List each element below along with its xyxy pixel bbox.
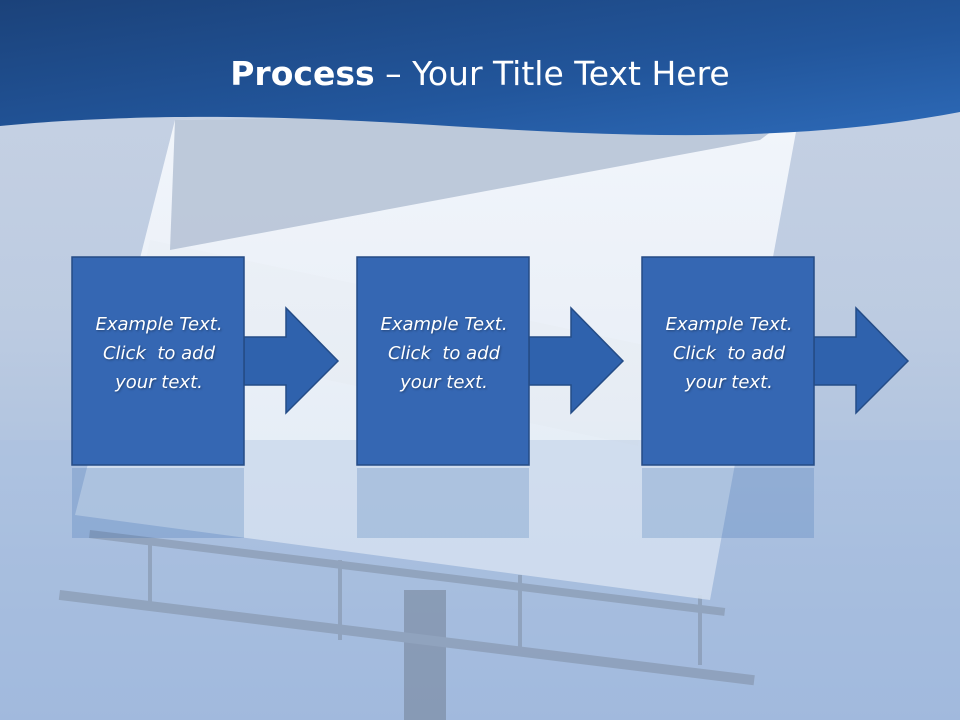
slide-title[interactable]: Process – Your Title Text Here bbox=[0, 52, 960, 96]
header-band bbox=[0, 0, 960, 136]
step-reflections bbox=[72, 468, 814, 538]
step-text-line: your text. bbox=[400, 372, 488, 393]
process-step-2[interactable]: Example Text. Click to add your text. bbox=[357, 256, 687, 466]
process-step-1-shape bbox=[71, 256, 340, 466]
step-text-line: Example Text. bbox=[665, 314, 793, 335]
step-text-line: your text. bbox=[685, 372, 773, 393]
process-step-text[interactable]: Example Text. Click to add your text. bbox=[357, 310, 531, 397]
process-step-2-shape bbox=[356, 256, 625, 466]
slide-title-bold: Process bbox=[230, 54, 375, 93]
step-text-line: Click to add bbox=[102, 343, 215, 364]
step-text-line: Click to add bbox=[387, 343, 500, 364]
step-text-line: your text. bbox=[115, 372, 203, 393]
process-step-text[interactable]: Example Text. Click to add your text. bbox=[72, 310, 246, 397]
process-step-3[interactable]: Example Text. Click to add your text. bbox=[642, 256, 960, 466]
step-text-line: Example Text. bbox=[380, 314, 508, 335]
process-step-1[interactable]: Example Text. Click to add your text. bbox=[72, 256, 402, 466]
process-step-text[interactable]: Example Text. Click to add your text. bbox=[642, 310, 816, 397]
process-step-3-shape bbox=[641, 256, 910, 466]
step-text-line: Example Text. bbox=[95, 314, 223, 335]
step-text-line: Click to add bbox=[672, 343, 785, 364]
slide-title-rest: – Your Title Text Here bbox=[374, 54, 730, 93]
